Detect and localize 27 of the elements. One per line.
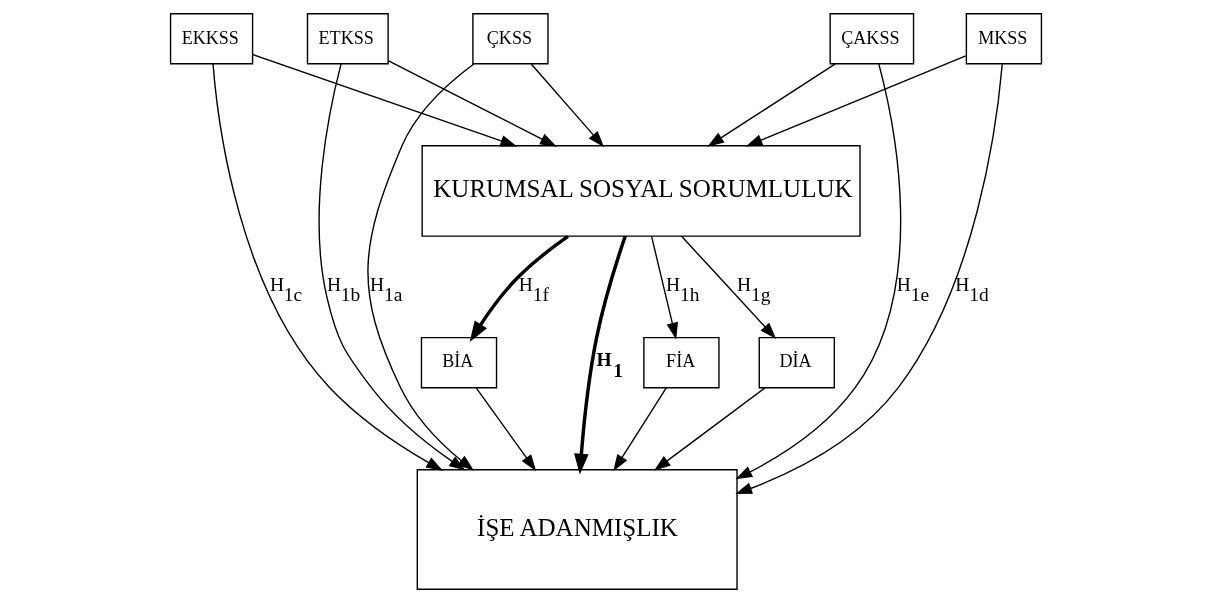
arrow [734,63,1003,495]
node-box: EKKSS [169,13,253,65]
node-box: MKSS [965,13,1042,65]
node-box: KURUMSAL SOSYAL SORUMLULUK [420,145,861,237]
arrow [612,387,667,472]
node-box: DİA [758,336,835,389]
arrow [366,63,474,471]
arrow [211,63,443,471]
node-box: ETKSS [306,13,389,65]
arrow [251,53,517,147]
arrow [530,63,604,148]
arrow [745,55,966,147]
arrow [387,60,557,147]
node-box: İŞE ADANMIŞLIK [416,469,738,590]
arrow [706,63,836,147]
arrow [735,63,901,480]
node-box: ÇAKSS [828,13,914,65]
node-box: ÇKSS [471,13,549,65]
arrow [650,235,678,340]
node-box: FİA [642,336,720,389]
arrow [318,63,466,471]
arrow [573,235,627,475]
node-box: BİA [420,336,497,389]
arrow [680,235,776,339]
arrow [653,387,766,471]
arrow [469,235,569,343]
arrow [475,387,536,472]
